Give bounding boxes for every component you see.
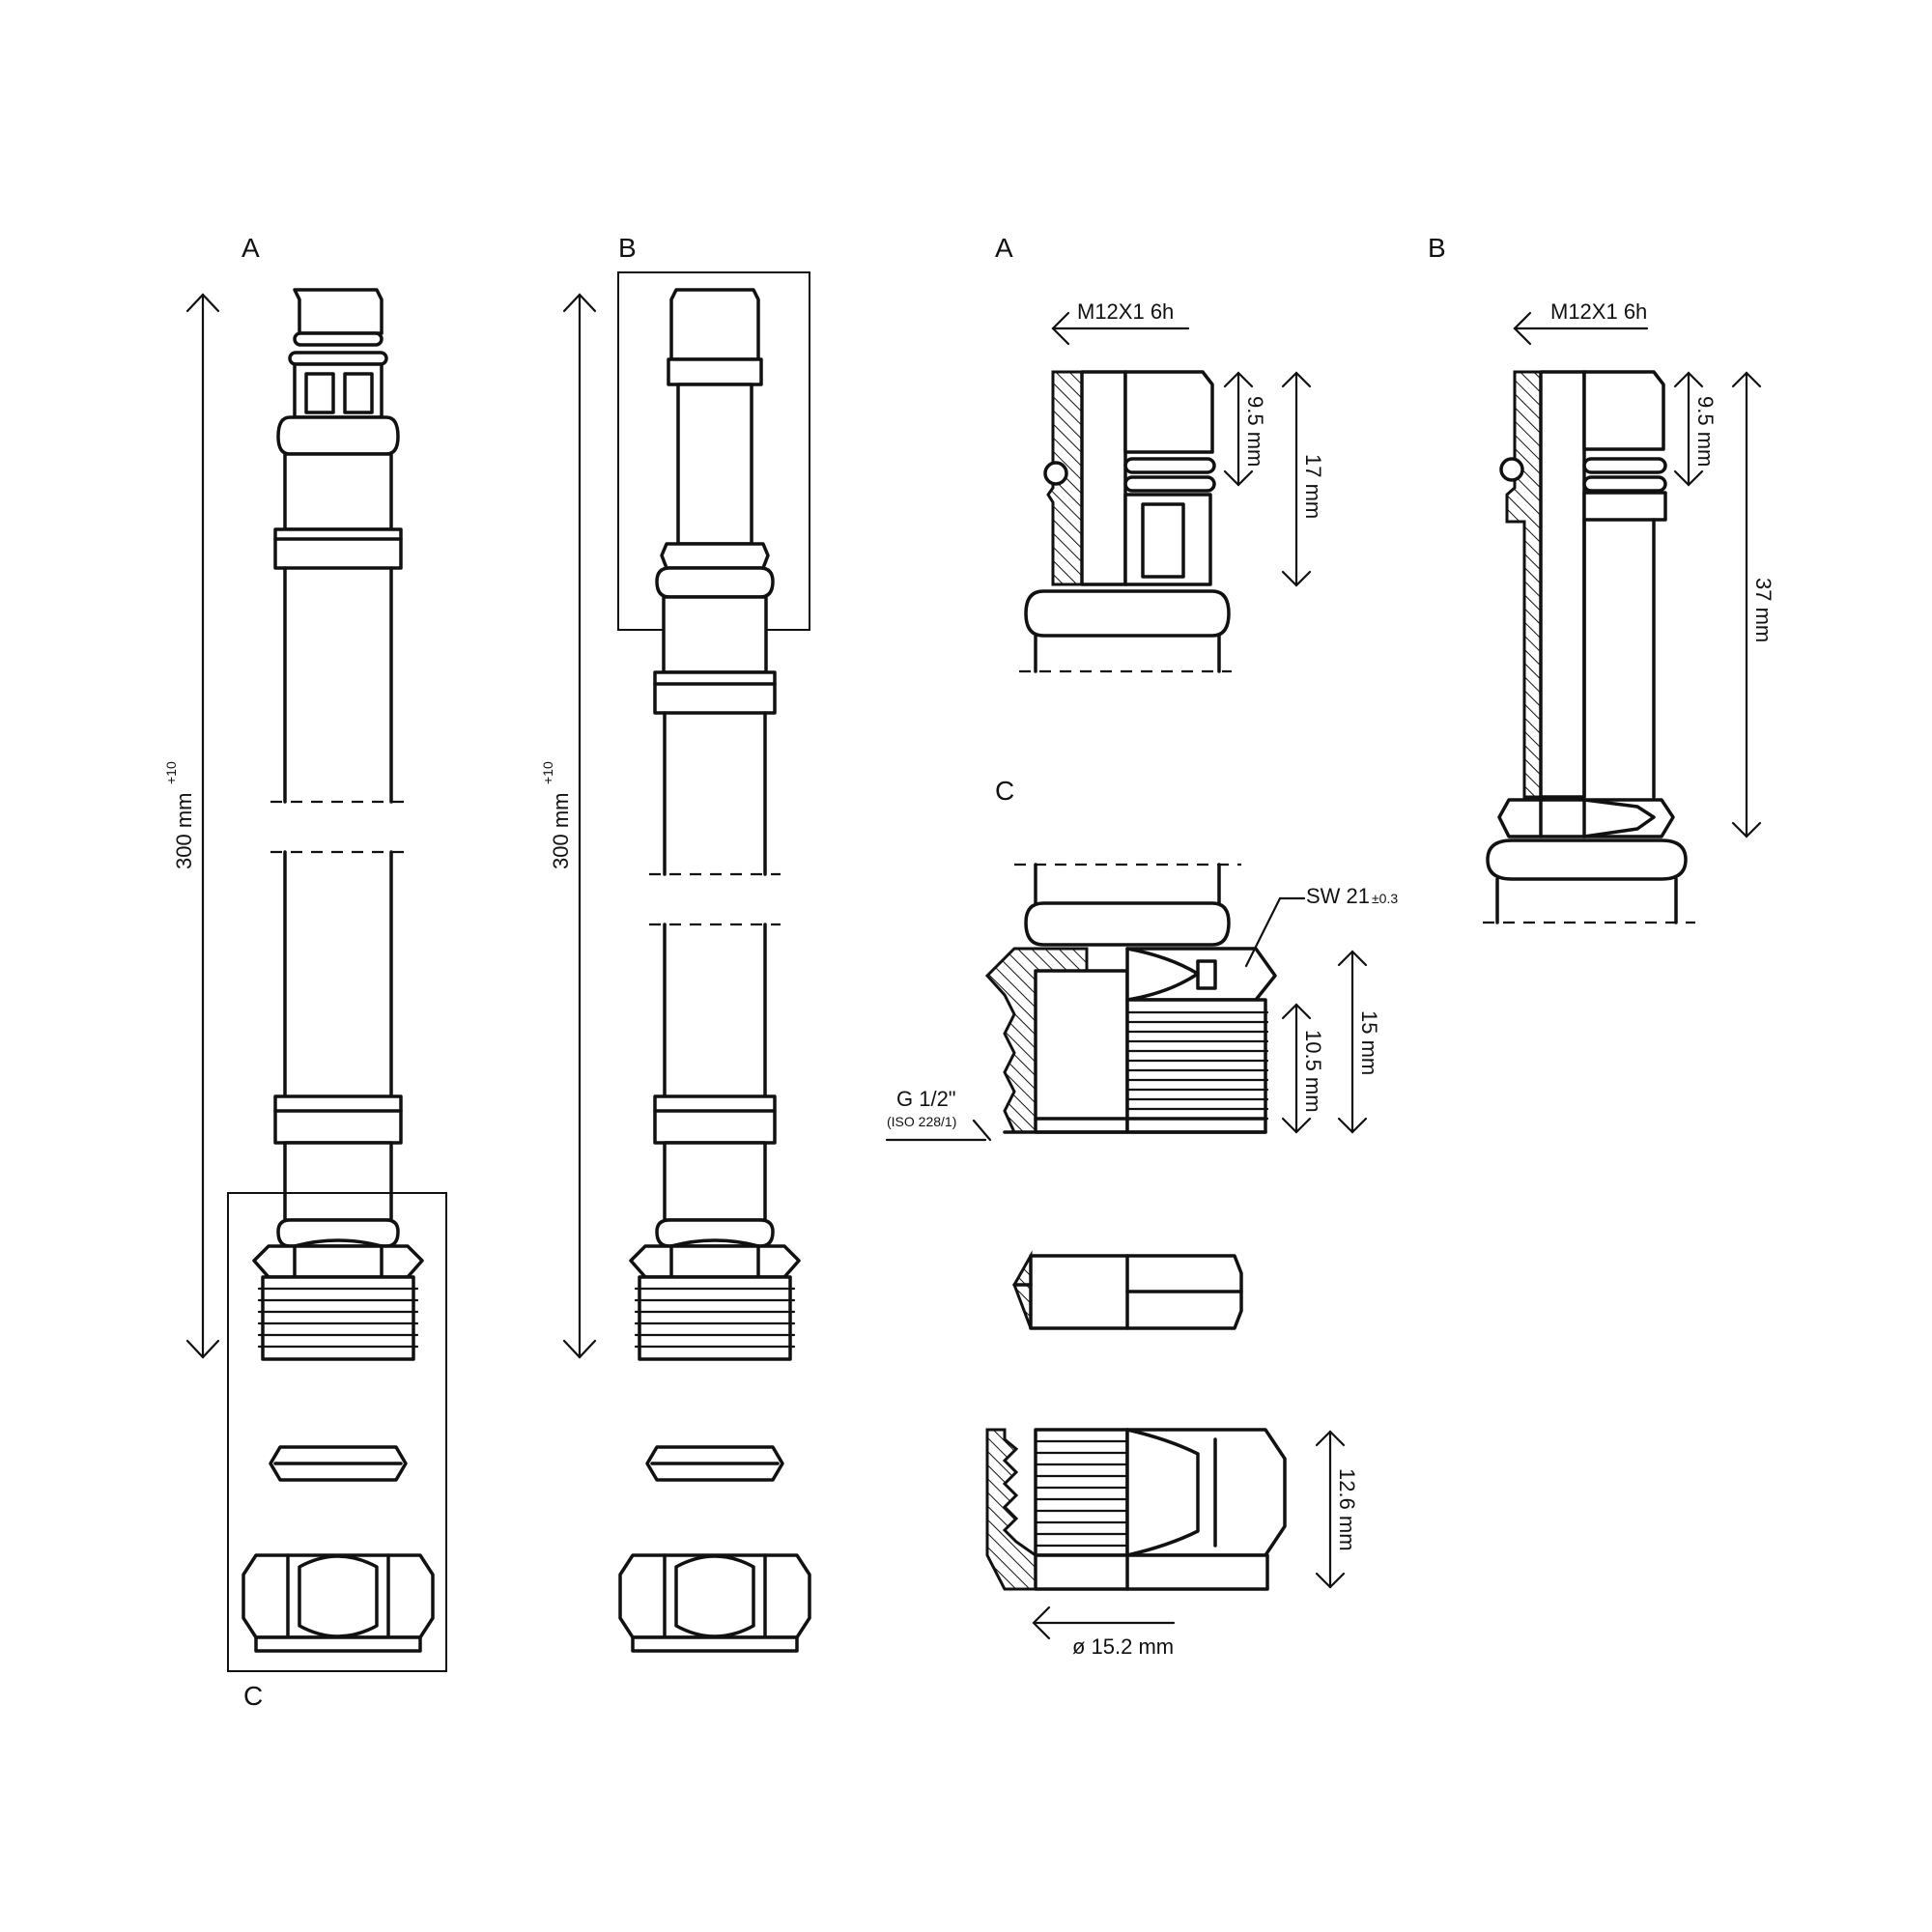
- dimension-arrow-b-37: [1731, 371, 1762, 838]
- dimension-arrow-c-12-6: [1315, 1430, 1346, 1589]
- thread-spec-a: M12X1 6h: [1077, 299, 1174, 324]
- dimension-arrow-c-10-5: [1281, 1003, 1312, 1134]
- dimension-arrow-c-15: [1337, 950, 1368, 1134]
- hose-a-drawing: A 300 mm +10: [163, 233, 447, 1711]
- label-detail-c: C: [995, 776, 1014, 806]
- thread-g-label: G 1/2": [896, 1087, 956, 1111]
- detail-a-drawing: A M12X1 6h 9.5 mm 17 mm: [995, 233, 1325, 673]
- dimension-length-a: 300 mm: [172, 793, 196, 869]
- dimension-length-b-tolerance: +10: [540, 761, 555, 784]
- thread-g-arrow: [885, 1119, 992, 1142]
- label-detail-b: B: [1428, 233, 1446, 263]
- hose-b-drawing: B 300 mm +10: [540, 233, 811, 1653]
- dimension-arrow-b-9-5: [1673, 371, 1704, 487]
- dimension-b-37: 37 mm: [1751, 578, 1776, 642]
- dimension-arrow-b: [562, 293, 597, 1359]
- detail-c-drawing: C SW 21 ±0.3 15 mm 10.5 mm: [885, 776, 1398, 1659]
- dimension-b-9-5: 9.5 mm: [1693, 396, 1718, 467]
- dimension-sw-tolerance: ±0.3: [1372, 891, 1398, 906]
- dimension-sw: SW 21: [1306, 884, 1370, 908]
- dimension-a-9-5: 9.5 mm: [1243, 396, 1267, 467]
- label-view-b: B: [618, 233, 637, 263]
- dimension-length-b: 300 mm: [549, 793, 573, 869]
- label-detail-a: A: [995, 233, 1013, 263]
- dimension-c-15: 15 mm: [1357, 1010, 1381, 1075]
- dimension-arrow-a-9-5: [1223, 371, 1254, 487]
- thread-arrow-b: [1513, 311, 1649, 346]
- thread-arrow-a: [1051, 311, 1190, 346]
- label-view-c: C: [243, 1681, 263, 1711]
- dimension-a-17: 17 mm: [1301, 454, 1325, 519]
- dimension-c-diameter: ø 15.2 mm: [1072, 1634, 1174, 1659]
- detail-frame-c: [227, 1192, 447, 1672]
- thread-spec-b: M12X1 6h: [1550, 299, 1647, 324]
- dimension-arrow-a: [185, 293, 220, 1359]
- dimension-arrow-c-diameter: [1032, 1605, 1176, 1640]
- label-view-a: A: [242, 233, 260, 263]
- detail-b-drawing: B M12X1 6h 9.5 mm: [1428, 233, 1776, 924]
- dimension-c-10-5: 10.5 mm: [1301, 1030, 1325, 1113]
- dimension-length-a-tolerance: +10: [163, 761, 179, 784]
- dimension-c-12-6: 12.6 mm: [1335, 1468, 1359, 1551]
- thread-g-standard: (ISO 228/1): [887, 1114, 956, 1129]
- dimension-arrow-a-17: [1281, 371, 1312, 587]
